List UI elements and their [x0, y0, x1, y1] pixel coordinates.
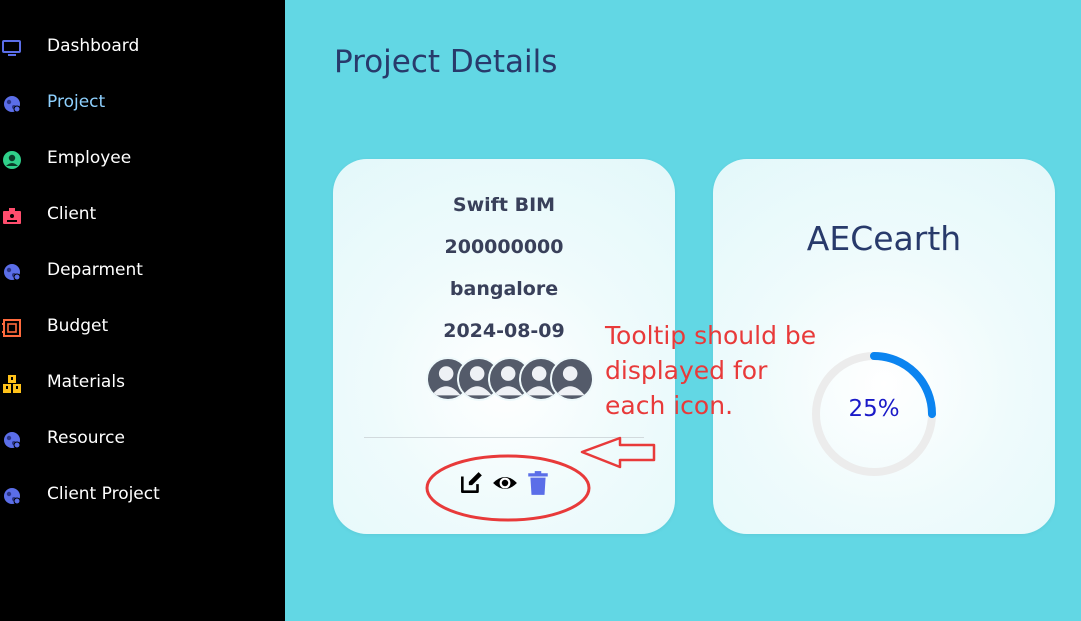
avatar[interactable]	[550, 357, 594, 401]
sidebar-item-label: Budget	[47, 316, 109, 336]
page-title: Project Details	[334, 44, 558, 80]
client-name: AECearth	[806, 219, 962, 258]
sidebar-item-label: Client	[47, 204, 97, 224]
project-name: Swift BIM	[452, 194, 556, 216]
progress-ring	[812, 352, 936, 476]
sidebar-item-materials[interactable]: Materials	[0, 363, 285, 403]
trash-icon[interactable]	[525, 470, 551, 496]
ledger-icon	[2, 319, 21, 337]
project-date: 2024-08-09	[443, 320, 565, 342]
sidebar-item-label: Resource	[47, 428, 125, 448]
project-budget: 200000000	[444, 236, 564, 258]
globe-icon	[4, 432, 21, 449]
edit-icon[interactable]	[458, 470, 484, 496]
sidebar-item-label: Deparment	[47, 260, 143, 280]
card-divider	[364, 437, 644, 438]
sidebar: Dashboard Project Employee Client	[0, 0, 285, 621]
client-progress-card: AECearth 25%	[713, 159, 1055, 534]
sidebar-item-budget[interactable]: Budget	[0, 307, 285, 347]
sidebar-item-employee[interactable]: Employee	[0, 139, 285, 179]
project-location: bangalore	[449, 278, 559, 300]
crates-icon	[3, 375, 21, 393]
user-circle-icon	[3, 151, 21, 169]
annotation-note: Tooltip should be displayed for each ico…	[605, 318, 835, 423]
annotation-note-line: displayed for	[605, 356, 768, 385]
sidebar-item-client-project[interactable]: Client Project	[0, 475, 285, 515]
annotation-note-line: each icon.	[605, 391, 734, 420]
sidebar-item-label: Client Project	[47, 484, 160, 504]
sidebar-item-project[interactable]: Project	[0, 83, 285, 123]
sidebar-item-label: Materials	[47, 372, 125, 392]
progress-fill	[812, 352, 936, 476]
globe-icon	[4, 96, 21, 113]
id-badge-icon	[3, 208, 21, 224]
globe-icon	[4, 264, 21, 281]
annotation-note-line: Tooltip should be	[605, 321, 817, 350]
sidebar-item-dashboard[interactable]: Dashboard	[0, 27, 285, 67]
team-avatars	[426, 357, 606, 403]
sidebar-item-client[interactable]: Client	[0, 195, 285, 235]
globe-icon	[4, 488, 21, 505]
sidebar-item-label: Employee	[47, 148, 132, 168]
sidebar-item-resource[interactable]: Resource	[0, 419, 285, 459]
progress-label: 25%	[848, 396, 900, 422]
eye-icon[interactable]	[492, 470, 518, 496]
monitor-icon	[2, 40, 21, 56]
sidebar-item-department[interactable]: Deparment	[0, 251, 285, 291]
sidebar-item-label: Dashboard	[47, 36, 140, 56]
sidebar-item-label: Project	[47, 92, 106, 112]
